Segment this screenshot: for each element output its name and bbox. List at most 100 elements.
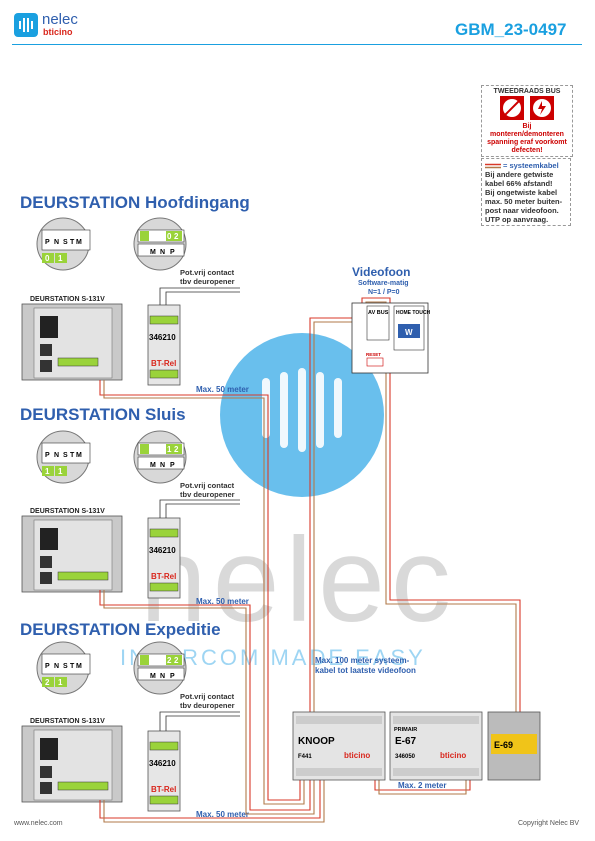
- cable-note-2: Bij ongetwiste kabel max. 50 meter buite…: [485, 188, 563, 224]
- station-title-3: DEURSTATION Expeditie: [20, 620, 221, 639]
- footer-website[interactable]: www.nelec.com: [14, 820, 63, 827]
- home-touch-icon: [398, 324, 420, 338]
- doc-code: GBM_23-0497: [455, 20, 567, 39]
- e67-label: E-67: [395, 736, 417, 747]
- relay-digit-3a: 2: [167, 656, 172, 665]
- warning-icons: [500, 96, 554, 120]
- contact-label-3b: tbv deuropener: [180, 701, 235, 710]
- av-bus-label: AV BUS: [368, 310, 389, 316]
- contact-label-2a: Pot.vrij contact: [180, 481, 235, 490]
- brand-logo: [14, 13, 38, 42]
- e69-label: E-69: [494, 740, 513, 750]
- relay-m-1: M: [150, 249, 156, 256]
- jumper-s-1: S: [63, 239, 68, 246]
- videofoon-device: AV BUS HOME TOUCH W RESET: [351, 302, 430, 374]
- address-digit-1b: 1: [58, 254, 63, 263]
- relay-code-2: 346210: [149, 546, 176, 555]
- relay-name-3: BT-Rel: [151, 785, 176, 794]
- station-3-graphics: P N S T M 2 1 2 2 M N P 346210 BT-Rel: [21, 641, 187, 812]
- jumper-m-1: M: [76, 239, 82, 246]
- knoop-module: KNOOP F441 bticino: [292, 711, 386, 781]
- contact-label-3a: Pot.vrij contact: [180, 692, 235, 701]
- cable-legend: = systeemkabel: [503, 161, 559, 170]
- relay-code-1: 346210: [149, 333, 176, 342]
- jumper-t-1: T: [70, 239, 75, 246]
- home-touch-label: HOME TOUCH: [396, 310, 430, 316]
- jumper-t-3: T: [70, 663, 75, 670]
- relay-p-2: P: [170, 462, 175, 469]
- relay-code-3: 346210: [149, 759, 176, 768]
- contact-label-1b: tbv deuropener: [180, 277, 235, 286]
- relay-n-2: N: [160, 462, 165, 469]
- station-2-graphics: P N S T M 1 1 1 2 M N P 346210 BT-Rel: [21, 430, 187, 599]
- knoop-code: F441: [298, 754, 312, 760]
- jumper-s-3: S: [63, 663, 68, 670]
- contact-label-1a: Pot.vrij contact: [180, 268, 235, 277]
- address-digit-3a: 2: [45, 678, 50, 687]
- distance-label-3: Max. 50 meter: [196, 810, 249, 819]
- brand-name: nelec: [42, 11, 78, 28]
- relay-digit-2a: 1: [167, 445, 172, 454]
- station-model-1: DEURSTATION S-131V: [30, 296, 105, 303]
- relay-n-1: N: [160, 249, 165, 256]
- relay-n-3: N: [160, 673, 165, 680]
- relay-name-1: BT-Rel: [151, 359, 176, 368]
- e67-code: 346050: [395, 754, 416, 760]
- bus-warning: Bij monteren/demonteren spanning eraf vo…: [487, 123, 567, 155]
- jumper-m-3: M: [76, 663, 82, 670]
- e69-module: E-69: [487, 711, 541, 781]
- header-divider: [12, 44, 582, 45]
- videofoon-sub-1: Software-matig: [358, 280, 409, 287]
- footer-copyright: Copyright Nelec BV: [518, 820, 580, 827]
- address-digit-2b: 1: [58, 467, 63, 476]
- jumper-n-3: N: [54, 663, 59, 670]
- e67-module: PRIMAIR E-67 346050 bticino: [389, 711, 483, 781]
- brand-sub: bticino: [43, 27, 73, 37]
- cable-info-box: = systeemkabel Bij andere getwiste kabel…: [481, 158, 571, 226]
- relay-m-2: M: [150, 462, 156, 469]
- relay-digit-2b: 2: [174, 445, 179, 454]
- cable-note-1: Bij andere getwiste kabel 66% afstand!: [485, 170, 554, 188]
- address-digit-2a: 1: [45, 467, 50, 476]
- distance-e67: Max. 2 meter: [398, 781, 447, 790]
- station-model-3: DEURSTATION S-131V: [30, 718, 105, 725]
- door-camera-icon-2: [40, 528, 58, 550]
- bus-info-heading: TWEEDRAADS BUS: [493, 88, 561, 95]
- knoop-label: KNOOP: [298, 736, 335, 747]
- e67-primair: PRIMAIR: [394, 727, 417, 733]
- relay-p-1: P: [170, 249, 175, 256]
- distance-label-1: Max. 50 meter: [196, 385, 249, 394]
- system-cable-legend-icon: [485, 163, 501, 168]
- relay-digit-1b: 2: [174, 232, 179, 241]
- videofoon-sub-2: N=1 / P=0: [368, 289, 400, 296]
- jumper-n-2: N: [54, 452, 59, 459]
- relay-digit-1a: 0: [167, 232, 172, 241]
- system-note: Max. 100 meter systeem-kabel tot laatste…: [315, 656, 416, 675]
- jumper-m-2: M: [76, 452, 82, 459]
- station-title-2: DEURSTATION Sluis: [20, 405, 186, 424]
- distance-label-2: Max. 50 meter: [196, 597, 249, 606]
- bus-info-box: TWEEDRAADS BUS Bij monteren/demonteren s…: [481, 85, 573, 157]
- door-camera-icon-1: [40, 316, 58, 338]
- jumper-p-2: P: [45, 452, 50, 459]
- knoop-brand: bticino: [344, 751, 370, 760]
- relay-name-2: BT-Rel: [151, 572, 176, 581]
- relay-m-3: M: [150, 673, 156, 680]
- reset-label: RESET: [366, 352, 381, 357]
- relay-p-3: P: [170, 673, 175, 680]
- station-title-1: DEURSTATION Hoofdingang: [20, 193, 250, 212]
- home-touch-icon-letter: W: [405, 328, 413, 337]
- e67-brand: bticino: [440, 751, 466, 760]
- nelec-logo-icon: [14, 13, 38, 37]
- jumper-p-3: P: [45, 663, 50, 670]
- address-digit-1a: 0: [45, 254, 50, 263]
- station-model-2: DEURSTATION S-131V: [30, 508, 105, 515]
- door-camera-icon-3: [40, 738, 58, 760]
- jumper-s-2: S: [63, 452, 68, 459]
- videofoon-title: Videofoon: [352, 265, 411, 279]
- station-1-graphics: P N S T M 0 1 0 2 M N P 346210 BT-Rel: [21, 217, 187, 386]
- jumper-t-2: T: [70, 452, 75, 459]
- contact-label-2b: tbv deuropener: [180, 490, 235, 499]
- jumper-n-1: N: [54, 239, 59, 246]
